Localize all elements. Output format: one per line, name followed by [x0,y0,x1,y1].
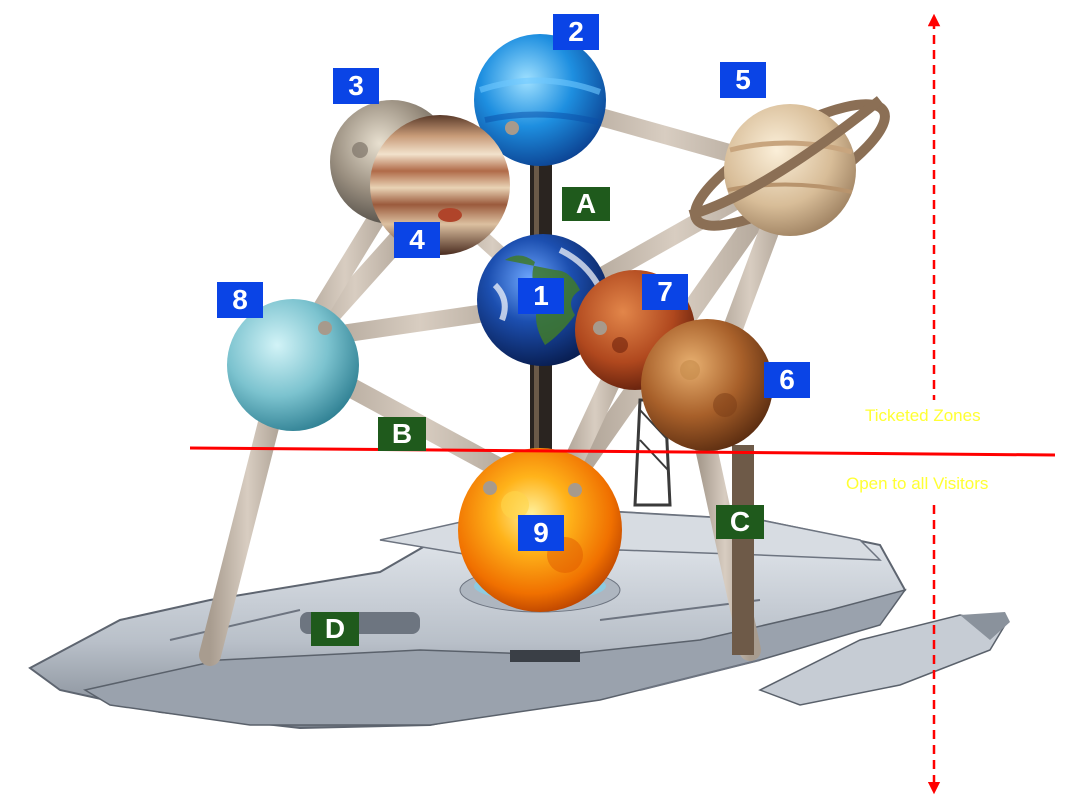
zone-badge-d: D [311,612,359,646]
planet-badge-8: 8 [217,282,263,318]
open-to-all-visitors-label: Open to all Visitors [846,474,988,494]
planet-badge-3: 3 [333,68,379,104]
uranus-sphere [227,299,359,431]
zone-divider-line [190,448,1055,455]
planet-badge-6: 6 [764,362,810,398]
zone-badge-c: C [716,505,764,539]
zone-badge-a: A [562,187,610,221]
planet-badge-1: 1 [518,278,564,314]
planet-badge-7: 7 [642,274,688,310]
planet-badge-2: 2 [553,14,599,50]
planet-badge-9: 9 [518,515,564,551]
planet-badge-5: 5 [720,62,766,98]
planet-badge-4: 4 [394,222,440,258]
zone-badge-b: B [378,417,426,451]
venus-sphere [641,319,773,451]
jupiter-sphere [370,115,510,255]
ticketed-zones-label: Ticketed Zones [865,406,981,426]
saturn-sphere [680,83,899,246]
